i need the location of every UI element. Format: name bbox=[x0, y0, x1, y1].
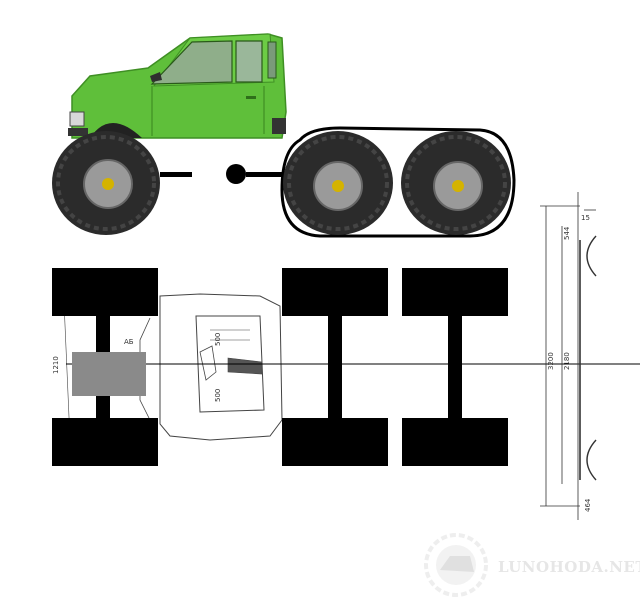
rear-axle-1-top bbox=[282, 268, 388, 466]
front-wheel bbox=[52, 131, 160, 235]
dim-500-bottom: 500 bbox=[214, 389, 222, 402]
front-axle-top bbox=[52, 268, 158, 466]
dim-464-label: 464 bbox=[584, 498, 592, 512]
dim-3200-label: 3200 bbox=[547, 352, 555, 370]
rear-wheel-2 bbox=[401, 131, 511, 235]
rear-wheel-1 bbox=[283, 131, 393, 235]
track-width-label: 1210 bbox=[52, 356, 60, 374]
watermark-logo-icon bbox=[424, 533, 488, 597]
dim-500-top: 500 bbox=[214, 333, 222, 346]
dim-2180-label: 2180 bbox=[563, 352, 571, 370]
drive-shaft-line bbox=[160, 164, 286, 184]
rear-axle-2-top bbox=[402, 268, 508, 466]
car-side-view bbox=[68, 33, 287, 139]
bogie-outline bbox=[280, 126, 516, 238]
dim-15-label: 15 bbox=[581, 214, 590, 222]
engine-block bbox=[72, 352, 146, 396]
label-ab: АБ bbox=[124, 338, 134, 346]
side-dimension-drawing bbox=[540, 192, 597, 520]
dim-544-label: 544 bbox=[563, 226, 571, 240]
watermark-text: LUNOHODA.NET bbox=[498, 558, 640, 576]
